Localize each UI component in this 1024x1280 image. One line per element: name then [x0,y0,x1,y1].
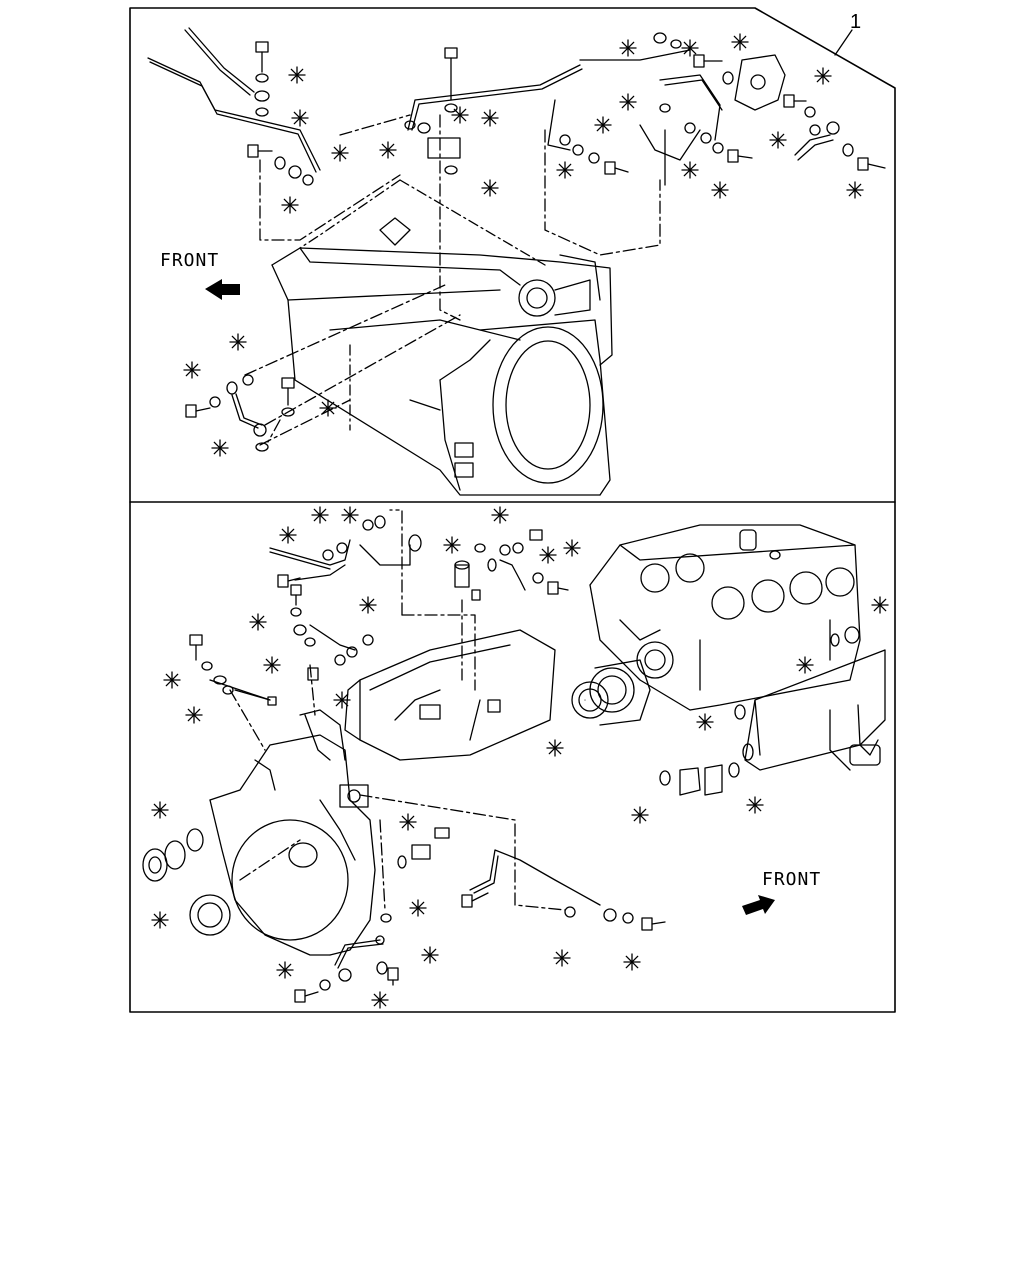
asterisk-circle-icon [546,739,564,757]
asterisk-circle-icon [553,949,571,967]
asterisk-circle-icon [371,991,389,1009]
replacement-part-markers-bottom [151,506,889,1009]
front-label-bottom: FRONT [762,869,821,890]
asterisk-circle-icon [563,539,581,557]
asterisk-circle-icon [814,67,832,85]
asterisk-circle-icon [263,656,281,674]
asterisk-circle-icon [319,399,337,417]
asterisk-circle-icon [846,181,864,199]
asterisk-circle-icon [288,66,306,84]
assembly-leader-lines-bottom [229,509,566,911]
asterisk-circle-icon [731,33,749,51]
asterisk-circle-icon [619,93,637,111]
asterisk-circle-icon [276,961,294,979]
oil-cooler-drawing [659,626,886,796]
diagram-frame [129,7,896,1013]
asterisk-circle-icon [619,39,637,57]
asterisk-circle-icon [481,109,499,127]
front-arrow-icon [742,895,775,915]
asterisk-circle-icon [185,706,203,724]
asterisk-circle-icon [249,613,267,631]
asterisk-circle-icon [769,131,787,149]
replacement-part-markers [183,33,864,457]
bottom-panel: FRONT [142,506,889,1009]
asterisk-circle-icon [871,596,889,614]
assembly-leader-lines [244,114,661,446]
asterisk-circle-icon [151,801,169,819]
asterisk-circle-icon [279,526,297,544]
asterisk-circle-icon [379,141,397,159]
front-arrow-icon [205,279,240,300]
asterisk-circle-icon [594,116,612,134]
asterisk-circle-icon [681,161,699,179]
asterisk-circle-icon [341,506,359,524]
front-label-top: FRONT [160,250,219,271]
asterisk-circle-icon [443,536,461,554]
intake-manifold-drawing [344,629,556,761]
asterisk-circle-icon [183,361,201,379]
asterisk-circle-icon [211,439,229,457]
asterisk-circle-icon [491,506,509,524]
asterisk-circle-icon [281,196,299,214]
top-panel: FRONT [147,27,886,496]
asterisk-circle-icon [681,39,699,57]
cylinder-block-drawing [589,524,861,711]
asterisk-circle-icon [539,546,557,564]
seal-pulley-drawing [571,659,651,726]
asterisk-circle-icon [151,911,169,929]
asterisk-circle-icon [229,333,247,351]
fasteners-top [185,32,886,452]
asterisk-circle-icon [333,691,351,709]
asterisk-circle-icon [696,713,714,731]
asterisk-circle-icon [796,656,814,674]
fasteners-bottom [189,515,666,1003]
asterisk-circle-icon [711,181,729,199]
asterisk-circle-icon [409,899,427,917]
asterisk-circle-icon [481,179,499,197]
asterisk-circle-icon [291,109,309,127]
asterisk-circle-icon [556,161,574,179]
asterisk-circle-icon [359,596,377,614]
flywheel-housing-drawing [209,709,376,956]
reference-callout: 1 [834,11,861,56]
oil-seals-drawing [142,699,586,936]
asterisk-circle-icon [623,953,641,971]
oil-pipes-bottom [209,539,601,969]
asterisk-circle-icon [631,806,649,824]
engine-housing-drawing [271,179,613,496]
asterisk-circle-icon [311,506,329,524]
asterisk-circle-icon [163,671,181,689]
asterisk-circle-icon [399,813,417,831]
asterisk-circle-icon [746,796,764,814]
asterisk-circle-icon [421,946,439,964]
asterisk-circle-icon [451,106,469,124]
injection-pipes-top [147,27,834,186]
asterisk-circle-icon [331,144,349,162]
reference-number: 1 [850,11,861,33]
